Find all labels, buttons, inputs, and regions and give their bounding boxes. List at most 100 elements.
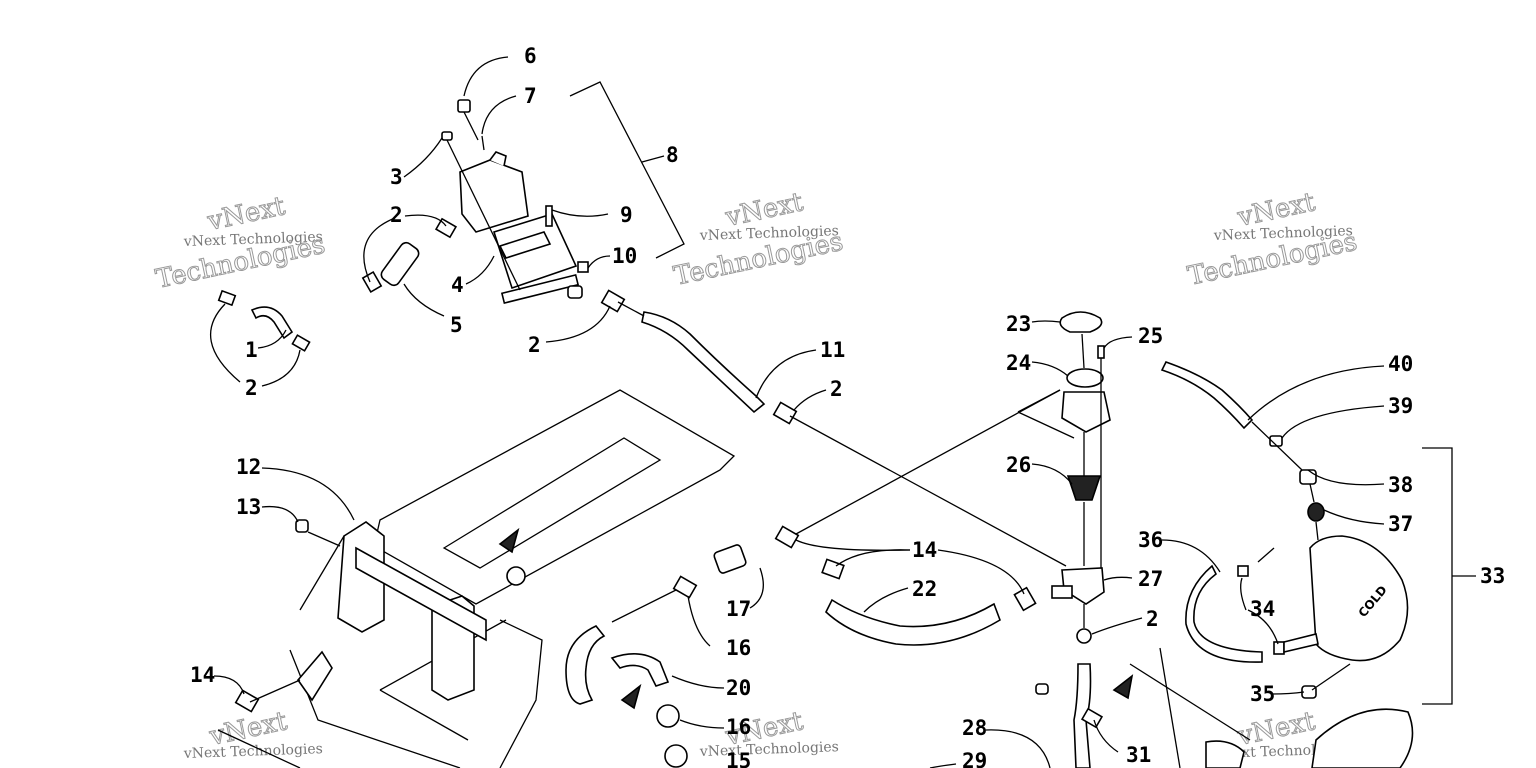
callout-40: 40 (1388, 352, 1413, 376)
svg-text:vNext Technologies: vNext Technologies (183, 741, 324, 762)
callout-26: 26 (1006, 453, 1031, 477)
callout-1: 1 (245, 338, 258, 362)
clamp-2f (772, 401, 798, 425)
fitting-38 (1299, 469, 1317, 485)
coupler-17 (713, 544, 747, 574)
callout-2: 2 (528, 333, 541, 357)
coolant-reservoir-assembly: COLD (1160, 361, 1476, 705)
watermark-bottom-left: vNext Technologies vNext (183, 706, 324, 762)
callout-29: 29 (962, 749, 987, 768)
thermostat-26 (1066, 475, 1102, 501)
callout-13: 13 (236, 495, 261, 519)
fitting-29 (1035, 683, 1049, 695)
clamp-16a (672, 575, 698, 599)
callout-11: 11 (820, 338, 845, 362)
thermostat-housing (1031, 311, 1143, 644)
clamp-2e (600, 289, 626, 313)
filter-element (498, 231, 552, 259)
callout-22: 22 (912, 577, 937, 601)
hose-5 (380, 241, 420, 287)
bracket-35 (1301, 685, 1317, 699)
engine-cover (1311, 708, 1414, 768)
hose-20-a (565, 625, 606, 705)
hose-part-1 (250, 306, 294, 340)
bolt-3 (441, 131, 453, 141)
svg-text:vNext Technologies: vNext Technologies (183, 229, 324, 250)
hose-40 (1160, 361, 1254, 430)
arrow-marker-3 (1112, 674, 1134, 700)
callout-17: 17 (726, 597, 751, 621)
callout-24: 24 (1006, 351, 1031, 375)
engine-frame (213, 467, 543, 768)
clamp-14a (234, 689, 260, 713)
clamp-2a (217, 289, 237, 307)
center-hose-group (565, 389, 1075, 768)
callout-2: 2 (390, 203, 403, 227)
callout-9: 9 (620, 203, 633, 227)
arrow-marker-2 (620, 683, 642, 710)
callout-5: 5 (450, 313, 463, 337)
inlet-fitting (296, 650, 333, 702)
callout-7: 7 (524, 84, 537, 108)
arrow-marker-1 (498, 527, 520, 554)
clamp-14d (1013, 586, 1037, 612)
hose-28 (1073, 663, 1092, 768)
callout-2: 2 (1146, 607, 1159, 631)
clamp-31 (1080, 707, 1104, 729)
hose-36 (1185, 564, 1263, 663)
watermark-top-right: vNext Technologies vNext Technologies (1185, 187, 1361, 293)
callout-25: 25 (1138, 324, 1163, 348)
clamp-2d (361, 270, 383, 294)
clamp-34a (1237, 565, 1249, 577)
callout-2: 2 (830, 377, 843, 401)
cap-37 (1307, 502, 1325, 522)
callout-14: 14 (190, 663, 215, 687)
panel-fitting (506, 566, 526, 586)
screw-6 (457, 99, 471, 113)
callout-6: 6 (524, 44, 537, 68)
svg-text:vNext Technologies: vNext Technologies (1213, 223, 1354, 244)
housing-upper (1061, 391, 1111, 433)
callout-31: 31 (1126, 743, 1151, 767)
clamp-2b (291, 334, 311, 352)
callout-16: 16 (726, 636, 751, 660)
screw-25 (1097, 345, 1105, 359)
callout-35: 35 (1250, 682, 1275, 706)
callout-10: 10 (612, 244, 637, 268)
clamp-14b (774, 525, 800, 549)
hose-20-b (610, 653, 670, 687)
lower-right-hoses (929, 647, 1414, 768)
pump-housing (1205, 740, 1245, 768)
heat-exchanger-panel (373, 389, 736, 741)
clamp-39 (1269, 435, 1283, 447)
gasket-24 (1066, 368, 1104, 388)
callout-33: 33 (1480, 564, 1505, 588)
outlet-27 (1051, 585, 1073, 599)
callout-38: 38 (1388, 473, 1413, 497)
svg-text:vNext Technologies: vNext Technologies (699, 223, 840, 244)
callout-8: 8 (666, 143, 679, 167)
callout-14: 14 (912, 538, 937, 562)
clamp-34b (1273, 641, 1285, 655)
callout-37: 37 (1388, 512, 1413, 536)
watermark-bottom-center: vNext Technologies vNext (699, 706, 840, 760)
nut-10 (577, 261, 589, 273)
svg-text:vNext Technologies: vNext Technologies (699, 739, 840, 760)
callout-12: 12 (236, 455, 261, 479)
filter-assembly (361, 56, 685, 317)
callout-27: 27 (1138, 567, 1163, 591)
reservoir-tank-33 (1309, 535, 1409, 662)
callout-15: 15 (726, 749, 751, 768)
callout-4: 4 (451, 273, 464, 297)
callout-36: 36 (1138, 528, 1163, 552)
outlet-nozzle (567, 285, 583, 299)
bypass-hose-assembly (210, 289, 311, 387)
screw-9 (545, 205, 553, 227)
cap-15 (664, 744, 688, 768)
clamp-2c (434, 217, 458, 239)
callout-16: 16 (726, 715, 751, 739)
callout-2: 2 (245, 376, 258, 400)
watermark-top-left: vNext Technologies vNext Technologies (153, 191, 329, 296)
callout-34: 34 (1250, 597, 1275, 621)
